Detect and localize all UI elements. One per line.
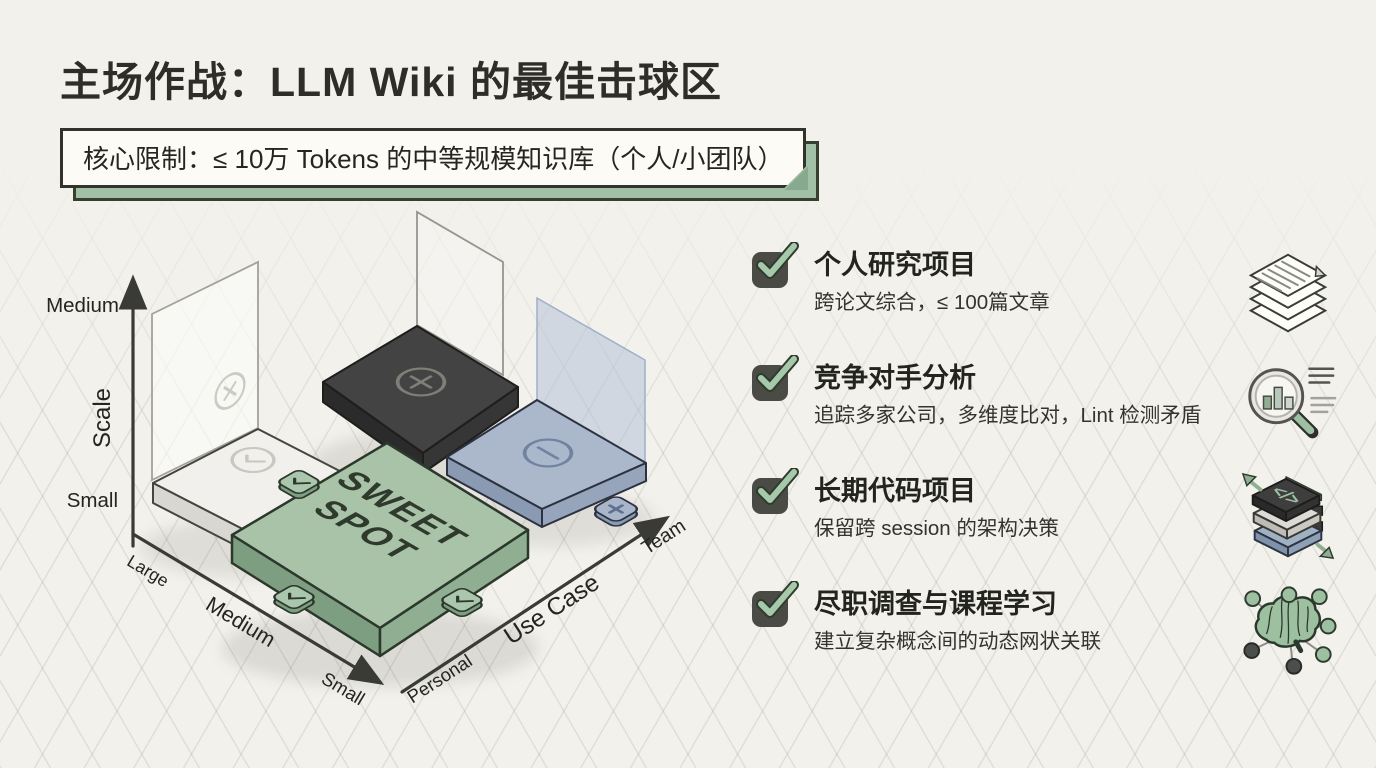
brain-network-icon [1239,583,1337,681]
usecase-axis-title: Use Case [499,569,604,650]
checked-checkbox-icon [752,355,799,401]
note-text: 核心限制：≤ 10万 Tokens 的中等规模知识库（个人/小团队） [60,128,806,188]
check-tab [278,470,320,499]
item-title: 个人研究项目 [814,250,976,280]
checklist-item-competitor: 竞争对手分析 追踪多家公司，多维度比对，Lint 检测矛盾 [752,355,1337,476]
back-panel-white [151,260,259,482]
x-circle-icon [214,372,246,410]
tile-small-team [446,399,647,528]
constraint-note: 核心限制：≤ 10万 Tokens 的中等规模知识库（个人/小团队） [60,128,820,201]
item-title: 竞争对手分析 [814,363,976,393]
scale-tick-small: Small [67,489,118,512]
checklist-item-research: 个人研究项目 跨论文综合，≤ 100篇文章 [752,242,1337,363]
papers-stack-icon [1239,244,1337,342]
page-title: 主场作战：LLM Wiki 的最佳击球区 [60,59,722,105]
checked-checkbox-icon [752,581,799,627]
check-tab [273,585,315,614]
item-desc: 跨论文综合，≤ 100篇文章 [814,291,1050,314]
isometric-matrix-chart: SWEET SPOT Medium Small Scale Large [46,210,690,709]
item-desc: 追踪多家公司，多维度比对，Lint 检测矛盾 [814,404,1202,427]
back-panel-outline [416,210,504,377]
minus-circle-icon [522,438,574,468]
checklist-item-learning: 尽职调查与课程学习 建立复杂概念间的动态网状关联 [752,581,1337,702]
check-tab [441,588,483,617]
check-circle-icon [230,446,276,474]
plus-circle-icon [395,367,447,397]
item-desc: 保留跨 session 的架构决策 [814,517,1059,540]
item-title: 长期代码项目 [814,476,976,506]
checklist-item-code: 长期代码项目 保留跨 session 的架构决策 [752,468,1337,589]
scale-axis: Medium Small Scale [46,274,148,548]
code-layers-icon: </> [1239,470,1337,568]
checked-checkbox-icon [752,242,799,288]
use-case-checklist: 个人研究项目 跨论文综合，≤ 100篇文章 [752,242,1337,702]
item-title: 尽职调查与课程学习 [814,589,1057,619]
scale-tick-medium: Medium [46,294,119,317]
item-desc: 建立复杂概念间的动态网状关联 [814,630,1101,653]
checked-checkbox-icon [752,468,799,514]
magnifier-chart-icon [1239,357,1337,455]
plus-tab [593,496,639,527]
scale-axis-title: Scale [89,388,116,448]
